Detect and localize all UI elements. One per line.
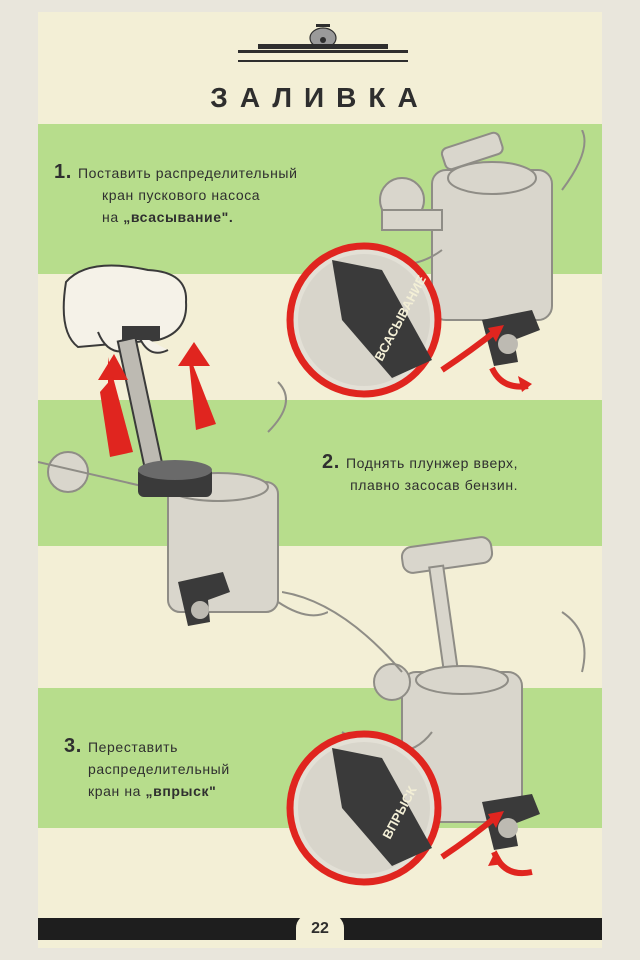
step-3-line-2: распределительный bbox=[88, 761, 230, 777]
step-1-emphasis: „всасывание". bbox=[123, 209, 234, 225]
step-2-text: 2. Поднять плунжер вверх, плавно засосав… bbox=[322, 451, 519, 496]
step-3-number: 3. bbox=[64, 735, 82, 757]
page-number: 22 bbox=[296, 914, 344, 942]
green-band-2 bbox=[38, 400, 602, 546]
step-2-line-1: Поднять плунжер вверх, bbox=[346, 455, 519, 471]
airplane-emblem-icon bbox=[238, 24, 408, 62]
step-2-number: 2. bbox=[322, 451, 340, 473]
page-title: ЗАЛИВКА bbox=[210, 82, 430, 113]
step-1-line-2: кран пускового насоса bbox=[102, 187, 261, 203]
step-1-line-1: Поставить распределительный bbox=[78, 165, 298, 181]
step-3-line-1: Переставить bbox=[88, 739, 179, 755]
step-1-line-3: на bbox=[102, 209, 119, 225]
step-3-text: 3. Переставить распределительный кран на… bbox=[64, 735, 230, 802]
manual-page: ЗАЛИВКА 1. Поставить распределительный к… bbox=[38, 12, 602, 948]
step-3-illustration: ВПРЫСК bbox=[282, 536, 586, 886]
step-1-text: 1. Поставить распределительный кран пуск… bbox=[54, 161, 298, 228]
step-3-line-3: кран на bbox=[88, 783, 142, 799]
step-1-illustration: ВСАСЫВАНИЕ bbox=[286, 130, 586, 398]
step-2-line-2: плавно засосав бензин. bbox=[350, 477, 519, 493]
step-1-number: 1. bbox=[54, 161, 72, 183]
step-2-illustration bbox=[38, 264, 328, 626]
step-3-emphasis: „впрыск" bbox=[145, 783, 217, 799]
